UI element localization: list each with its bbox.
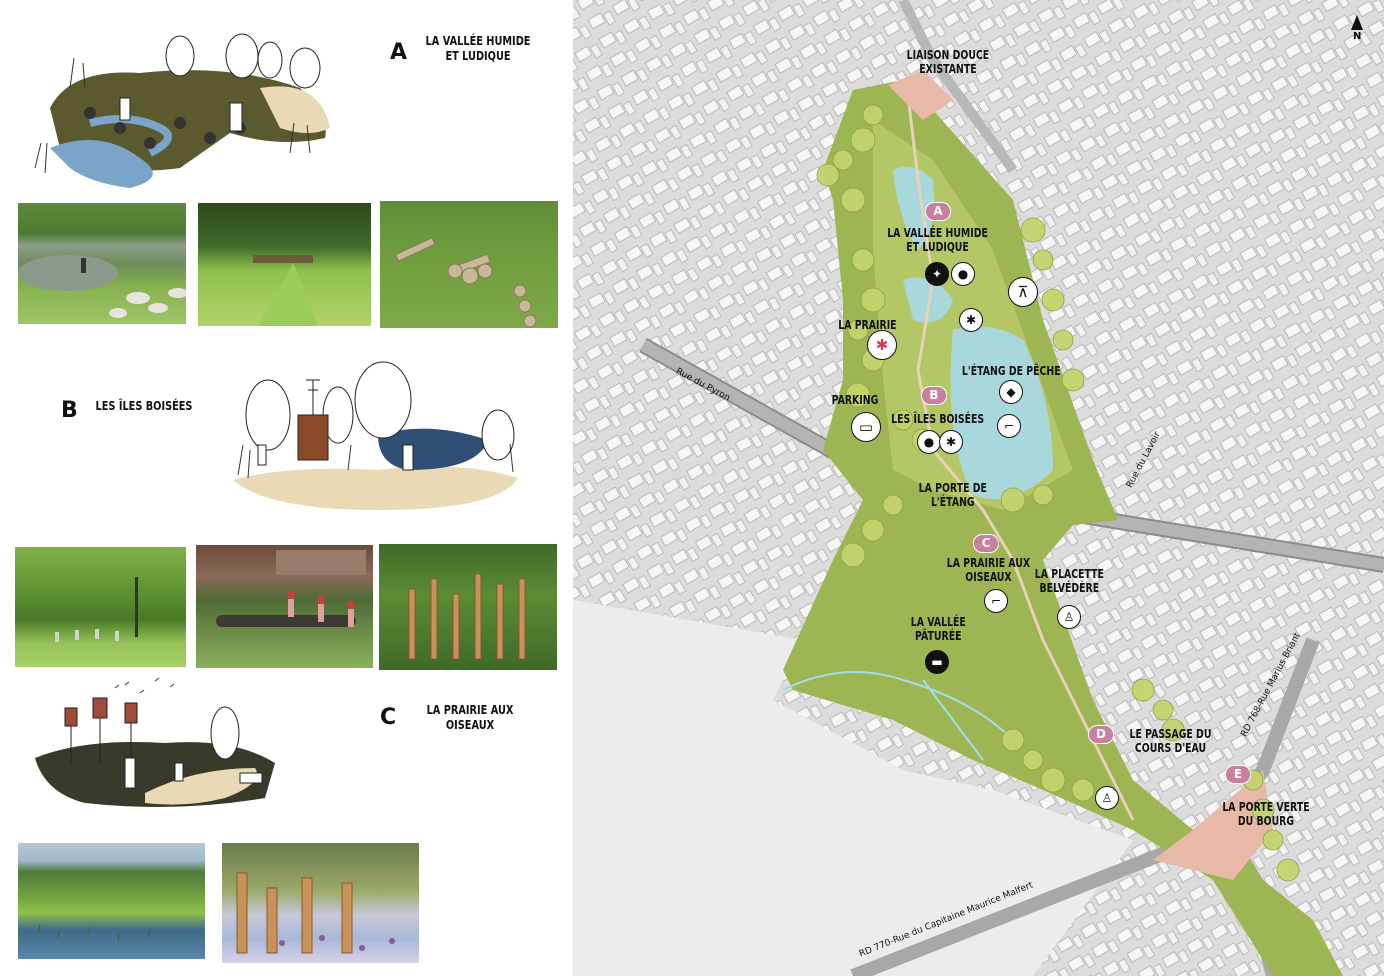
water-drop-icon: ● <box>951 262 975 286</box>
section-title-a-line1: LA VALLÉE HUMIDE <box>425 33 531 48</box>
sketch-iles-boisees <box>233 361 518 510</box>
badge-c: C <box>973 534 999 553</box>
label-liaison-line2: EXISTANTE <box>919 62 977 76</box>
bench-icon: ♙ <box>1057 605 1081 629</box>
water-drop-icon-2: ● <box>917 430 941 454</box>
photo-b2 <box>196 545 373 668</box>
label-porte-line1: LA PORTE DE <box>918 481 987 495</box>
map-canvas <box>573 0 1384 976</box>
label-iles-boisees: LES ÎLES BOISÉES <box>891 412 985 426</box>
label-paturee-line2: PÂTURÉE <box>915 629 962 643</box>
section-title-b-line1: LES ÎLES BOISÉES <box>95 398 193 413</box>
flower-icon: ✱ <box>867 330 897 360</box>
fish-icon: ◆ <box>999 380 1023 404</box>
section-title-c: LA PRAIRIE AUX OISEAUX <box>412 702 529 732</box>
label-placette: LA PLACETTE BELVÉDÈRE <box>1035 567 1104 595</box>
section-title-c-line1: LA PRAIRIE AUX <box>426 702 514 717</box>
label-prairie: LA PRAIRIE <box>838 318 897 332</box>
sketch-prairie-oiseaux <box>35 677 275 807</box>
label-porte-line2: L'ÉTANG <box>930 495 975 509</box>
car-icon: ▭ <box>851 412 881 442</box>
bird-flying-icon: ⌐ <box>984 589 1008 613</box>
picnic-table-icon: ⊼ <box>1008 277 1038 307</box>
photo-b1 <box>15 547 186 667</box>
label-placette-line1: LA PLACETTE <box>1034 567 1104 581</box>
badge-b: B <box>921 386 947 405</box>
label-prairie-oiseaux-line2: OISEAUX <box>965 570 1012 584</box>
label-etang-peche: L'ÉTANG DE PÊCHE <box>961 364 1061 378</box>
label-vallee-humide: LA VALLÉE HUMIDE ET LUDIQUE <box>887 226 988 254</box>
photo-c1 <box>18 843 205 959</box>
sketch-vallee-humide <box>34 33 330 188</box>
label-liaison-line1: LIAISON DOUCE <box>906 48 990 62</box>
label-porte-verte: LA PORTE VERTE DU BOURG <box>1222 800 1309 828</box>
label-porte-verte-line1: LA PORTE VERTE <box>1222 800 1310 814</box>
section-title-a-line2: ET LUDIQUE <box>445 48 511 63</box>
asterisk-icon: ✱ <box>959 308 983 332</box>
asterisk-icon-2: ✱ <box>939 430 963 454</box>
heron-icon: ⌐ <box>997 414 1021 438</box>
label-prairie-oiseaux: LA PRAIRIE AUX OISEAUX <box>947 556 1030 584</box>
section-letter-c: C <box>380 705 397 730</box>
label-prairie-oiseaux-line1: LA PRAIRIE AUX <box>946 556 1031 570</box>
section-title-c-line2: OISEAUX <box>445 717 495 732</box>
section-letter-a: A <box>390 40 408 65</box>
section-title-b: LES ÎLES BOISÉES <box>86 398 203 413</box>
label-parking: PARKING <box>831 393 879 407</box>
bench-icon-2: ♙ <box>1095 786 1119 810</box>
label-placette-line2: BELVÉDÈRE <box>1039 581 1100 595</box>
section-title-a: LA VALLÉE HUMIDE ET LUDIQUE <box>420 33 537 63</box>
site-map: N LIAISON DOUCE EXISTANTE LA VALLÉE HUMI… <box>573 0 1384 976</box>
label-porte-etang: LA PORTE DE L'ÉTANG <box>919 481 987 509</box>
label-paturee-line1: LA VALLÉE <box>910 615 966 629</box>
photo-a3 <box>380 201 558 328</box>
photo-a1 <box>18 203 186 324</box>
bird-icon: ✦ <box>925 262 949 286</box>
label-liaison-douce: LIAISON DOUCE EXISTANTE <box>907 48 990 76</box>
label-passage-cours-eau: LE PASSAGE DU COURS D'EAU <box>1130 727 1212 755</box>
photo-b3 <box>379 544 557 670</box>
label-vallee-line1: LA VALLÉE HUMIDE <box>887 226 988 240</box>
cow-icon: ▬ <box>925 650 949 674</box>
label-porte-verte-line2: DU BOURG <box>1237 814 1295 828</box>
label-passage-line2: COURS D'EAU <box>1134 741 1207 755</box>
badge-d: D <box>1088 725 1114 744</box>
north-arrow-label: N <box>1353 31 1362 42</box>
badge-a: A <box>925 202 951 221</box>
section-letter-b: B <box>61 398 78 423</box>
photo-c2 <box>222 843 419 963</box>
photo-a2 <box>198 203 371 326</box>
badge-e: E <box>1225 765 1251 784</box>
label-passage-line1: LE PASSAGE DU <box>1129 727 1212 741</box>
label-vallee-paturee: LA VALLÉE PÂTURÉE <box>911 615 966 643</box>
label-vallee-line2: ET LUDIQUE <box>906 240 969 254</box>
